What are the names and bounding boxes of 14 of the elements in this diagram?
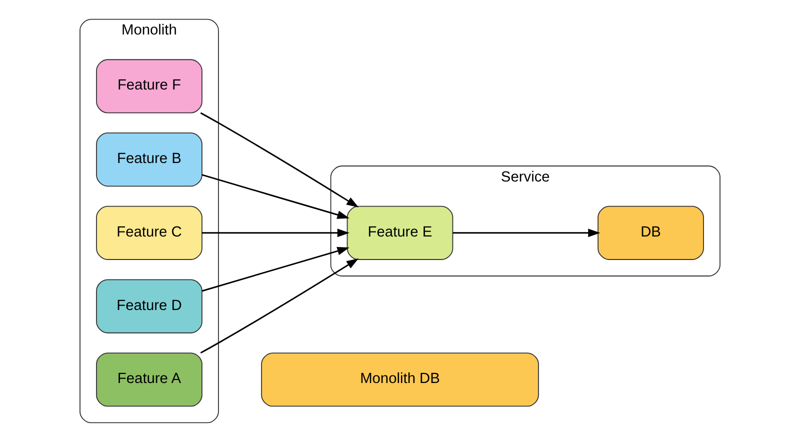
arrow bbox=[200, 112, 359, 208]
node-box: Feature B bbox=[96, 132, 202, 187]
arrow bbox=[200, 258, 359, 354]
node-box: Monolith DB bbox=[261, 352, 539, 407]
arrow bbox=[452, 228, 600, 238]
node-box: Feature F bbox=[96, 59, 202, 114]
arrow bbox=[202, 246, 350, 292]
node-box: Feature C bbox=[96, 206, 202, 260]
node-box: Feature E bbox=[346, 206, 454, 260]
arrow bbox=[202, 174, 350, 219]
node-box: DB bbox=[598, 206, 704, 260]
node-box: Feature D bbox=[96, 279, 202, 334]
arrow bbox=[202, 228, 350, 238]
node-box: Feature A bbox=[96, 352, 202, 407]
